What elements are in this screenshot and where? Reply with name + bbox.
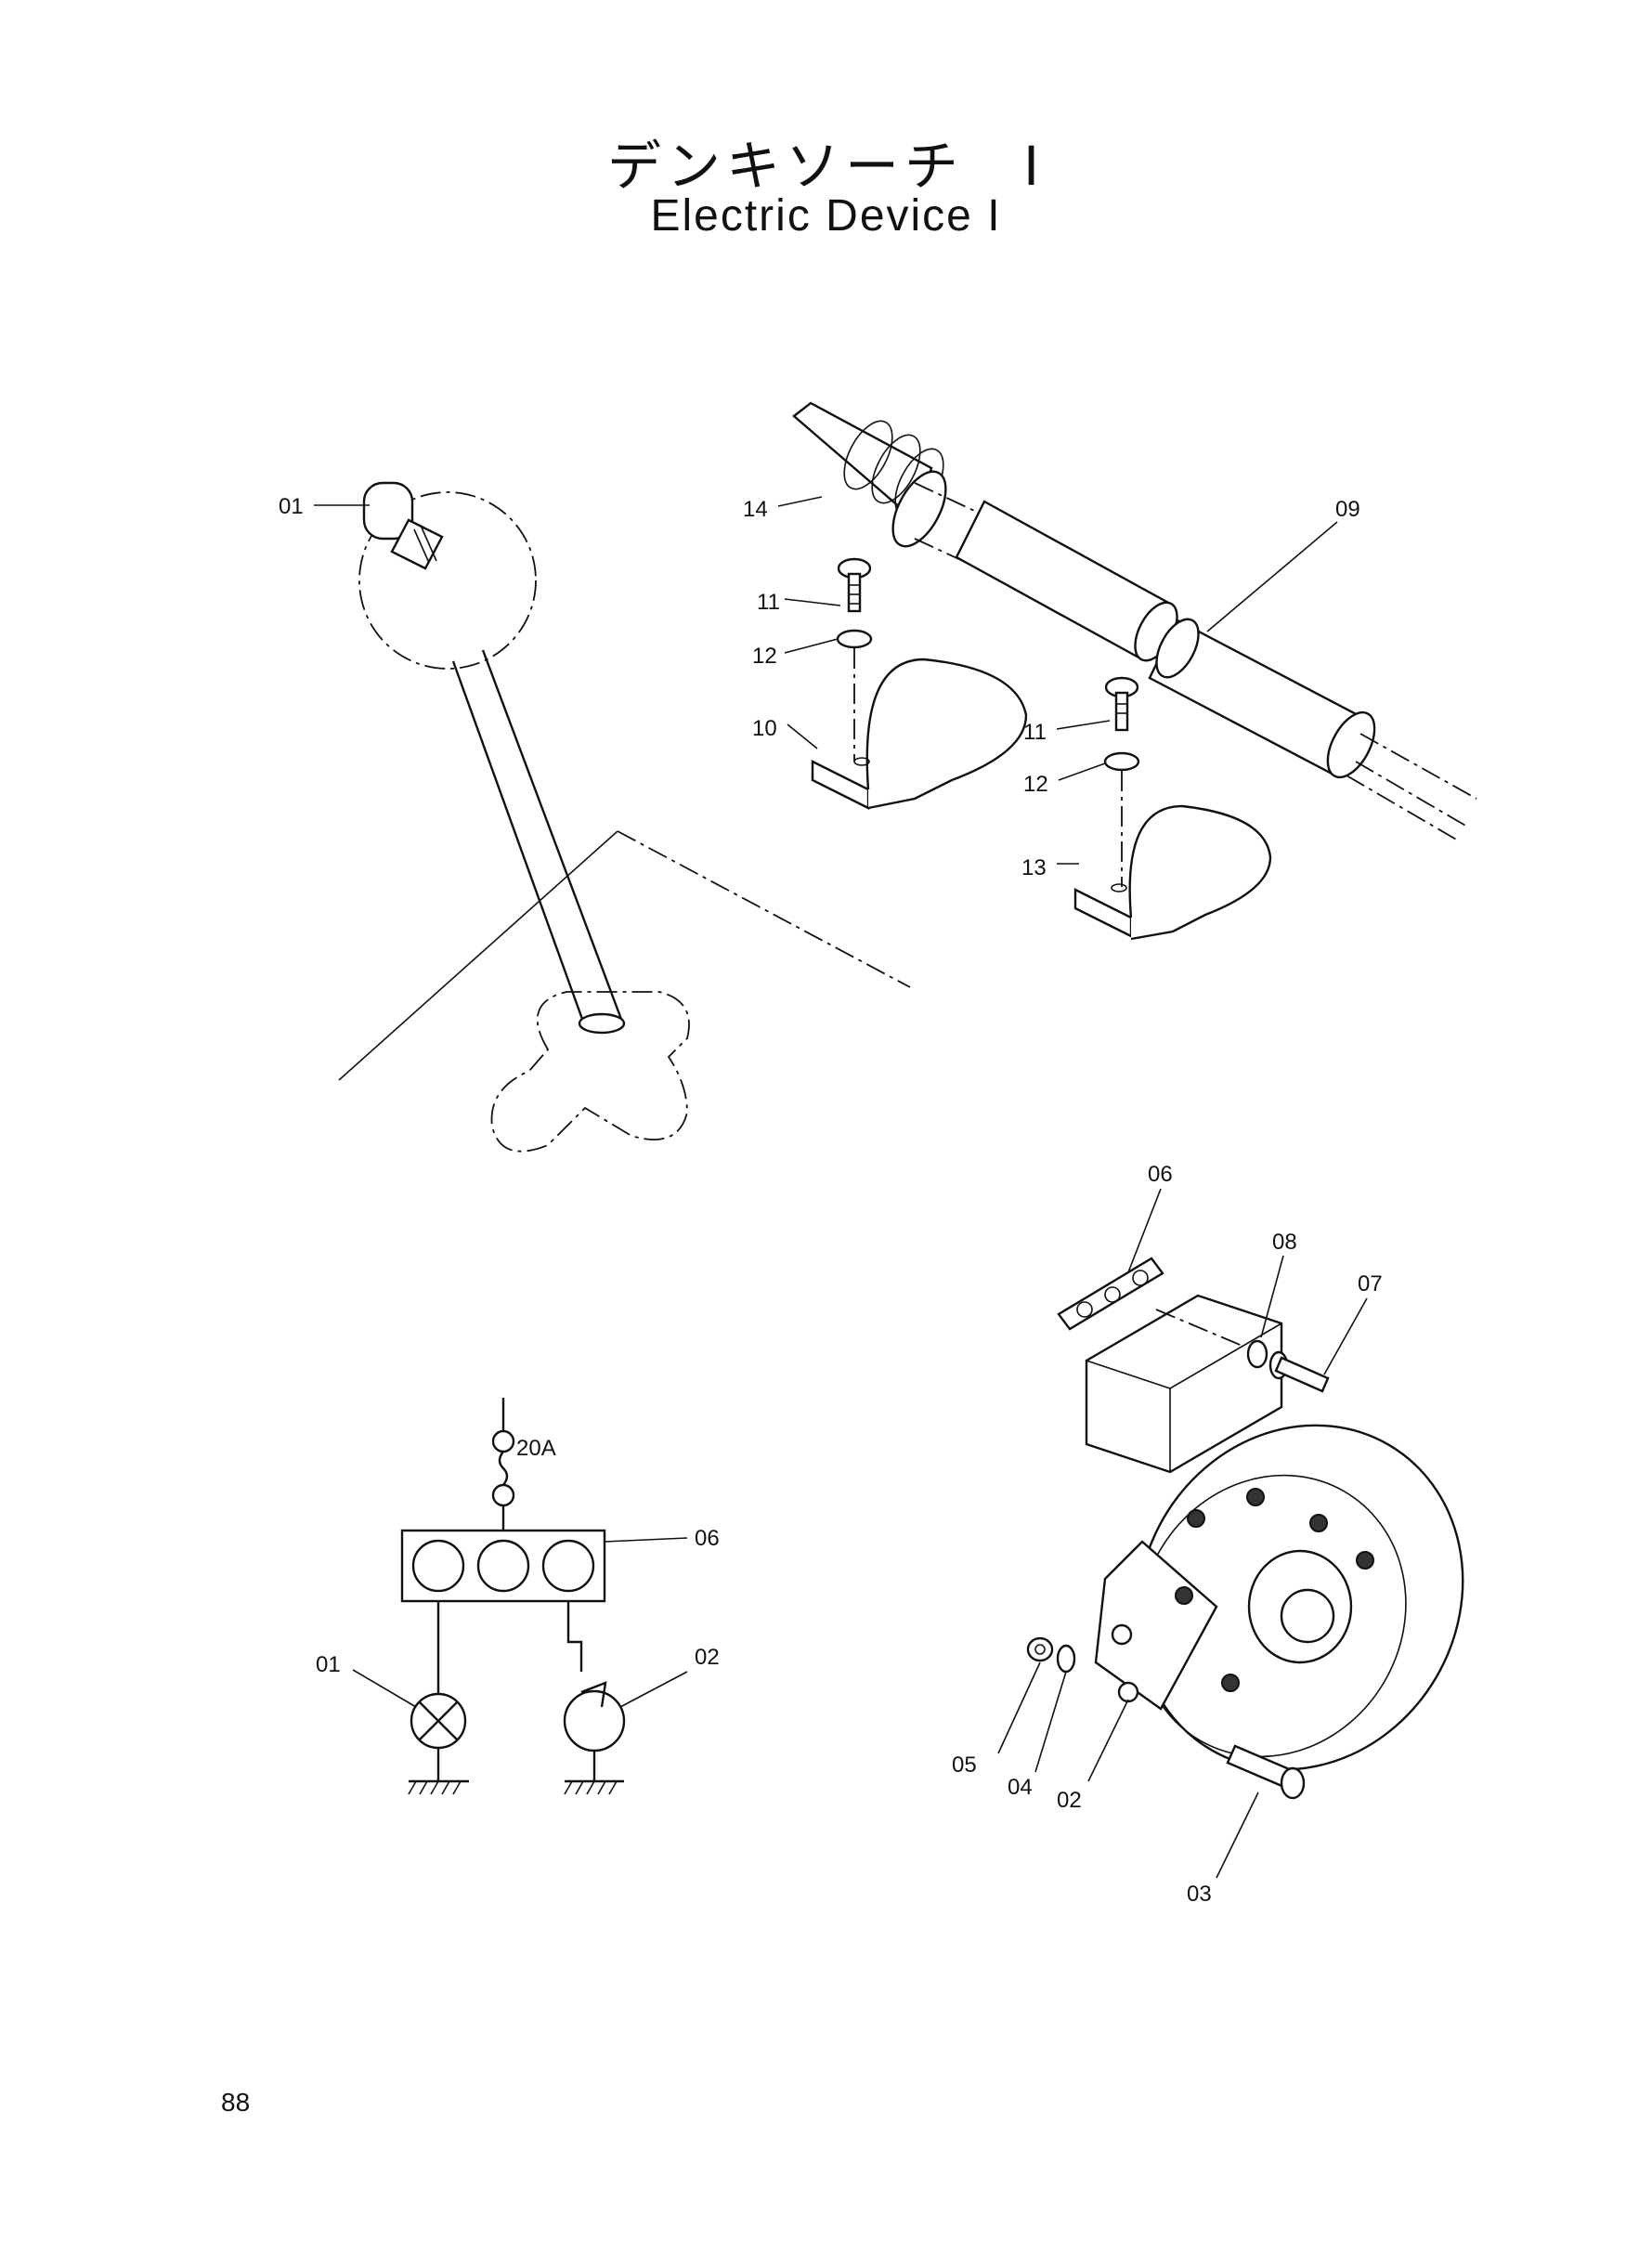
horn-symbol <box>563 1689 626 1752</box>
callout-10: 10 <box>752 716 777 741</box>
callout-06-relay: 06 <box>1148 1162 1173 1187</box>
bolt-07 <box>1268 1350 1330 1393</box>
callout-07: 07 <box>1358 1271 1383 1296</box>
callout-12a: 12 <box>752 644 777 669</box>
switch-button <box>362 481 444 570</box>
callout-02-horn: 02 <box>1057 1788 1082 1813</box>
floor-slot <box>490 991 690 1153</box>
callout-12b: 12 <box>1023 772 1048 797</box>
callout-01-lever: 01 <box>279 494 304 519</box>
page-number: 88 <box>221 2088 251 2117</box>
schematic-horn-label: 02 <box>695 1645 720 1670</box>
callout-08: 08 <box>1272 1230 1297 1255</box>
page-title-japanese: デンキソーチ I <box>606 135 1046 198</box>
callout-11b: 11 <box>1023 720 1047 745</box>
callout-11a: 11 <box>757 590 780 615</box>
washer-12a <box>836 629 873 649</box>
callout-03: 03 <box>1187 1882 1212 1907</box>
corrugated-tube <box>792 401 947 548</box>
leader-lines <box>314 496 1368 1879</box>
wiring-schematic <box>352 1398 688 1795</box>
clamp-10 <box>811 658 1028 810</box>
clamp-13 <box>1073 804 1272 941</box>
fuse-terminal-top <box>491 1429 515 1453</box>
lever-assembly <box>338 481 911 1153</box>
floor-edge <box>338 830 618 1081</box>
washer-12b <box>1103 751 1140 772</box>
fuse-terminal-bottom <box>491 1483 515 1507</box>
relay-box <box>400 1529 606 1603</box>
screw-11b <box>1104 676 1139 732</box>
relay-06 <box>1057 1257 1283 1474</box>
fuse-symbol <box>498 1451 509 1486</box>
callout-13: 13 <box>1021 855 1047 880</box>
nut-05 <box>1026 1636 1054 1662</box>
callout-14: 14 <box>743 497 768 522</box>
tube-09 <box>1148 618 1477 841</box>
fuse-rating-label: 20A <box>516 1436 556 1461</box>
horn-02 <box>1094 1424 1464 1771</box>
callout-09: 09 <box>1335 497 1360 522</box>
tube-segment-front <box>955 500 1178 662</box>
schematic-lamp-label: 01 <box>316 1652 341 1677</box>
conduit-assembly <box>792 401 1477 941</box>
bolt-03 <box>1226 1744 1306 1800</box>
callout-labels: 01 14 09 11 12 10 11 12 13 06 08 07 05 0… <box>279 494 1383 1907</box>
knob-outline <box>358 491 537 670</box>
callout-05: 05 <box>952 1752 977 1778</box>
page-title-english: Electric Device I <box>650 191 1002 241</box>
schematic-relay-label: 06 <box>695 1526 720 1551</box>
screw-11a <box>837 557 872 613</box>
callout-04: 04 <box>1008 1775 1033 1800</box>
washer-04 <box>1056 1644 1076 1674</box>
washer-08 <box>1246 1339 1268 1369</box>
